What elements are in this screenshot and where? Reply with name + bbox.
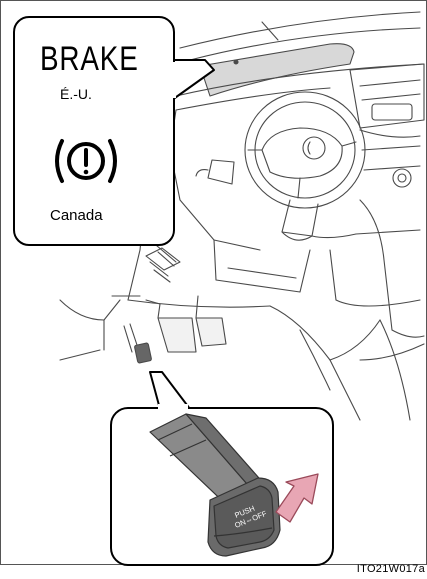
figure-id: ITO21W017a [357,563,425,575]
region-canada-label: Canada [50,207,103,224]
callout-pointer-bottom [150,372,190,409]
parking-pedal-callout: PUSH ON⇔OFF [111,372,333,565]
brake-warning-text: BRAKE [40,40,139,79]
region-us-label: É.-U. [60,86,92,102]
